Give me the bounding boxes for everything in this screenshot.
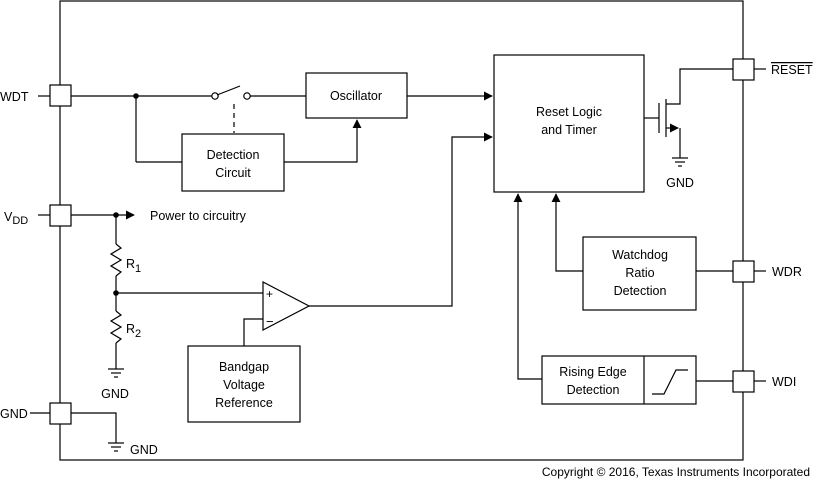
r1-label: R1 [126, 257, 141, 275]
divider-ground: GND [101, 343, 129, 401]
switch-symbol [211, 85, 306, 133]
detection-circuit-line1: Detection [207, 148, 260, 162]
rising-edge-block: Rising Edge Detection [541, 355, 697, 405]
detection-circuit-line2: Circuit [215, 166, 251, 180]
reset-logic-line1: Reset Logic [536, 105, 602, 119]
reset-logic-line2: and Timer [541, 123, 597, 137]
comparator-to-reset-wire [309, 132, 493, 307]
watchdog-ratio-line3: Detection [614, 284, 667, 298]
pin-gnd-ground: GND [71, 412, 158, 457]
rising-edge-line1: Rising Edge [559, 365, 626, 379]
watchdog-to-reset-wire [551, 193, 583, 272]
pin-wdt: WDT [0, 84, 72, 107]
detection-to-oscillator-wire [284, 119, 362, 163]
watchdog-ratio-line1: Watchdog [612, 248, 668, 262]
divider-gnd-label: GND [101, 387, 129, 401]
power-label: Power to circuitry [150, 209, 247, 223]
detection-circuit-block: Detection Circuit [181, 133, 285, 192]
bandgap-line3: Reference [215, 396, 273, 410]
pin-vdd-label: VDD [4, 210, 28, 227]
pin-vdd-label-main: V [4, 210, 13, 224]
pin-wdr: WDR [732, 260, 802, 283]
wdt-wiring [71, 93, 212, 163]
pin-wdi-label: WDI [772, 375, 796, 389]
bandgap-line1: Bandgap [219, 360, 269, 374]
resistor-r1: R1 [109, 243, 141, 277]
bandgap-block: Bandgap Voltage Reference [187, 345, 301, 423]
pin-gnd-ground-label: GND [130, 443, 158, 457]
pin-wdi: WDI [732, 370, 796, 393]
reset-logic-block: Reset Logic and Timer [493, 54, 645, 193]
pin-gnd: GND [0, 402, 72, 425]
bandgap-to-comparator-wire [243, 318, 263, 346]
pin-gnd-label: GND [0, 407, 28, 421]
pin-vdd: VDD [4, 204, 72, 227]
pin-reset: RESET [732, 58, 813, 81]
watchdog-ratio-block: Watchdog Ratio Detection [582, 236, 697, 311]
comparator-minus: − [266, 314, 274, 329]
r2-label-sub: 2 [135, 328, 141, 340]
pin-wdr-label: WDR [772, 265, 802, 279]
pin-vdd-label-sub: DD [12, 215, 28, 227]
pin-wdt-label: WDT [0, 90, 29, 104]
rising-edge-symbol [652, 369, 688, 395]
comparator-plus: + [266, 287, 273, 301]
bandgap-line2: Voltage [223, 378, 265, 392]
watchdog-ratio-line2: Ratio [625, 266, 654, 280]
comparator: + − [262, 281, 311, 331]
rising-edge-line2: Detection [567, 383, 620, 397]
device-boundary [59, 0, 744, 461]
output-transistor: GND [644, 68, 733, 190]
rising-edge-to-reset-wire [513, 193, 542, 380]
r2-label: R2 [126, 322, 141, 340]
vdd-wiring: Power to circuitry [71, 209, 247, 244]
r2-label-main: R [126, 322, 135, 336]
oscillator-label: Oscillator [330, 89, 382, 103]
r1-label-sub: 1 [135, 263, 141, 275]
oscillator-block: Oscillator [305, 72, 408, 119]
divider-node [113, 276, 263, 311]
resistor-r2: R2 [109, 310, 141, 344]
transistor-gnd-label: GND [666, 176, 694, 190]
copyright-notice: Copyright © 2016, Texas Instruments Inco… [541, 465, 810, 479]
pin-reset-label: RESET [771, 63, 813, 77]
r1-label-main: R [126, 257, 135, 271]
